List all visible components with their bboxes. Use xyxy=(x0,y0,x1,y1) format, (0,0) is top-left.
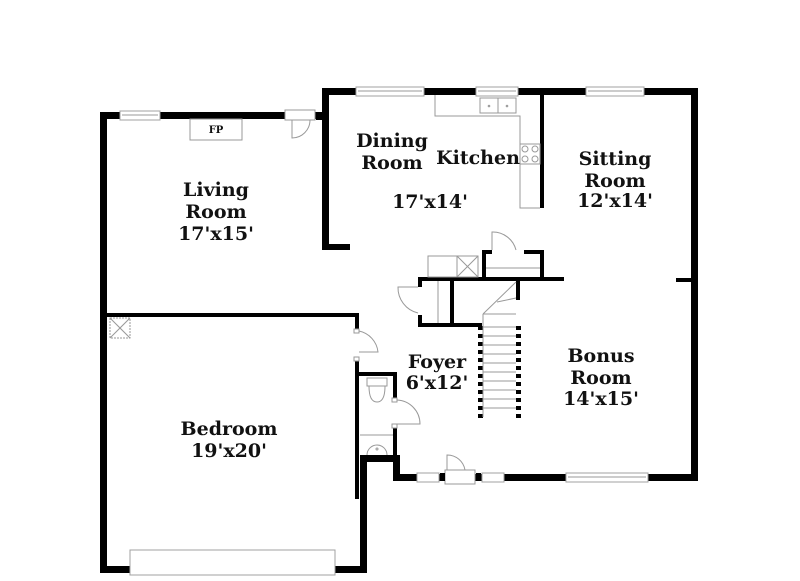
fixtures: FP xyxy=(109,95,541,456)
dining-room-name-2: Room xyxy=(361,152,422,174)
room-labels: Living Room 17'x15' Dining Room 17'x14' … xyxy=(178,130,653,462)
windows xyxy=(119,86,649,576)
room-bonus: Bonus Room 14'x15' xyxy=(563,345,639,410)
living-room-dims: 17'x15' xyxy=(178,223,254,245)
bonus-room-dims: 14'x15' xyxy=(563,388,639,410)
room-sitting: Sitting Room 12'x14' xyxy=(577,148,653,212)
room-bedroom: Bedroom 19'x20' xyxy=(181,418,278,462)
kitchen-name: Kitchen xyxy=(436,147,520,169)
fireplace-label: FP xyxy=(209,125,224,136)
sitting-room-name-1: Sitting xyxy=(579,148,652,170)
fireplace xyxy=(189,118,243,141)
living-room-name-1: Living xyxy=(183,179,249,201)
foyer-dims: 6'x12' xyxy=(406,372,469,394)
room-living: Living Room 17'x15' xyxy=(178,179,254,245)
doors xyxy=(284,109,517,485)
living-room-name-2: Room xyxy=(185,201,246,223)
bedroom-dims: 19'x20' xyxy=(191,440,267,462)
stair-railings xyxy=(478,326,521,418)
sitting-room-name-2: Room xyxy=(584,170,645,192)
interior-walls xyxy=(107,95,694,499)
room-dining: Dining Room 17'x14' xyxy=(356,130,468,213)
stairs xyxy=(482,281,517,417)
bonus-room-name-2: Room xyxy=(570,367,631,389)
foyer-name: Foyer xyxy=(408,351,467,373)
sitting-room-dims: 12'x14' xyxy=(577,190,653,212)
bedroom-name: Bedroom xyxy=(181,418,278,440)
dining-room-dims: 17'x14' xyxy=(392,191,468,213)
dining-room-name-1: Dining xyxy=(356,130,428,152)
room-foyer: Foyer 6'x12' xyxy=(406,351,469,394)
room-kitchen: Kitchen xyxy=(436,147,520,169)
bonus-room-name-1: Bonus xyxy=(567,345,634,367)
